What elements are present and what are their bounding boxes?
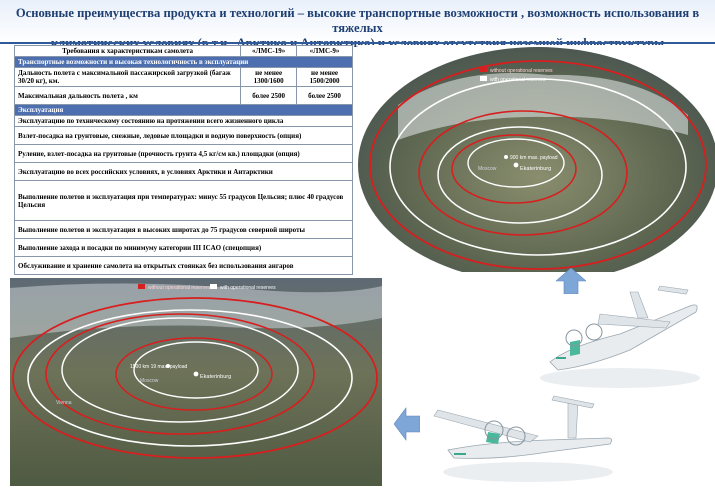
arrow-left-icon: [393, 404, 421, 444]
range-ring-red: [12, 297, 378, 459]
range-label: Дальность полета с максимальной пассажир…: [13, 67, 242, 87]
range-ring-white: [133, 341, 259, 399]
city-marker: [513, 162, 519, 168]
section-operation: Эксплуатация: [14, 104, 353, 116]
legend-red-label: without operational reserves: [148, 285, 211, 291]
table-row: Выполнение полетов и эксплуатация при те…: [14, 180, 353, 221]
range-ring-white: [27, 309, 353, 447]
title-divider: [0, 42, 715, 44]
operation-item: Эксплуатацию по техническому состоянию н…: [14, 115, 353, 127]
moscow-label: Moscow: [478, 166, 497, 172]
operation-item: Обслуживание и хранение самолета на откр…: [14, 256, 353, 275]
table-row: Эксплуатацию во всех российских условиях…: [14, 162, 353, 181]
section-operation-row: Эксплуатация: [14, 104, 353, 116]
range-map-top: without operational reserves with operat…: [358, 45, 715, 272]
legend-white-swatch: [480, 76, 487, 81]
range-ring-white: [467, 138, 565, 188]
turboprop-aircraft-icon: [510, 284, 715, 394]
page-title: Основные преимущества продукта и техноло…: [0, 0, 715, 50]
operation-item: Выполнение полетов и эксплуатация при те…: [14, 180, 353, 221]
legend-white-label: with operational reserves: [220, 285, 276, 291]
header-lms9: «ЛМС-9»: [296, 45, 353, 57]
title-line-1: Основные преимущества продукта и техноло…: [15, 6, 700, 35]
arctic-ice: [398, 73, 688, 140]
legend-red-swatch: [138, 284, 145, 289]
range-ring-red: [418, 110, 628, 236]
moscow-label: Moscow: [140, 378, 159, 384]
inner-range-label: 1500 km 19 max. payload: [130, 364, 187, 370]
table-row: Выполнение полетов и эксплуатация в высо…: [14, 220, 353, 239]
vienna-label: Vienna: [56, 400, 72, 406]
legend-white-swatch: [210, 284, 217, 289]
inner-range-label: 900 km max. payload: [510, 155, 558, 161]
table-header-row: Требования к характеристикам самолета «Л…: [13, 45, 353, 57]
operation-item: Выполнение полетов и эксплуатация в высо…: [14, 220, 353, 239]
range-ring-red: [115, 337, 273, 411]
maxrange-label: Максимальная дальность полета , км: [13, 86, 242, 105]
globe-terrain: [10, 278, 382, 486]
city-marker: [193, 371, 199, 377]
table-row: Дальность полета с максимальной пассажир…: [13, 67, 353, 87]
maxrange-lms9: более 2500: [296, 86, 353, 105]
section-transport: Транспортные возможности и высокая техно…: [14, 56, 353, 68]
range-ring-red: [45, 313, 315, 435]
city-label: Ekaterinburg: [200, 374, 231, 380]
arrow-up-icon: [555, 267, 587, 295]
range-map-bottom: without operational reserves with operat…: [10, 278, 382, 486]
range-ring-red: [451, 134, 577, 204]
range-map-top-graphic: without operational reserves with operat…: [358, 45, 715, 272]
requirements-table: Требования к характеристикам самолета «Л…: [13, 45, 353, 275]
operation-item: Взлет-посадка на грунтовые, снежные, лед…: [14, 126, 353, 145]
table-row: Выполнение захода и посадки по минимуму …: [14, 238, 353, 257]
operation-item: Руление, взлет-посадка на грунтовые (про…: [14, 144, 353, 163]
marker-dot: [166, 364, 170, 368]
header-requirement: Требования к характеристикам самолета: [13, 45, 242, 57]
range-ring-white: [61, 317, 299, 423]
maxrange-lms19: более 2500: [240, 86, 298, 105]
header-lms19: «ЛМС-19»: [240, 45, 298, 57]
operation-item: Эксплуатацию во всех российских условиях…: [14, 162, 353, 181]
marker-dot: [504, 155, 508, 159]
city-label: Ekaterinburg: [520, 166, 551, 172]
range-lms9: не менее 1500/2000: [296, 67, 353, 87]
range-ring-red: [369, 60, 707, 270]
section-transport-row: Транспортные возможности и высокая техно…: [14, 56, 353, 68]
range-lms19: не менее 1300/1600: [240, 67, 298, 87]
legend-red-label: without operational reserves: [490, 68, 553, 74]
table-row: Обслуживание и хранение самолета на откр…: [14, 256, 353, 275]
range-map-bottom-graphic: without operational reserves with operat…: [10, 278, 382, 486]
table-row: Руление, взлет-посадка на грунтовые (про…: [14, 144, 353, 163]
legend-white-label: with operational reserves: [490, 77, 546, 83]
turboprop-aircraft-icon: [418, 380, 618, 486]
table-row: Взлет-посадка на грунтовые, снежные, лед…: [14, 126, 353, 145]
range-ring-white: [389, 78, 687, 256]
legend-red-swatch: [480, 67, 487, 72]
operation-item: Выполнение захода и посадки по минимуму …: [14, 238, 353, 257]
table-row: Максимальная дальность полета , км более…: [13, 86, 353, 105]
table-row: Эксплуатацию по техническому состоянию н…: [14, 115, 353, 127]
range-ring-white: [437, 126, 603, 224]
